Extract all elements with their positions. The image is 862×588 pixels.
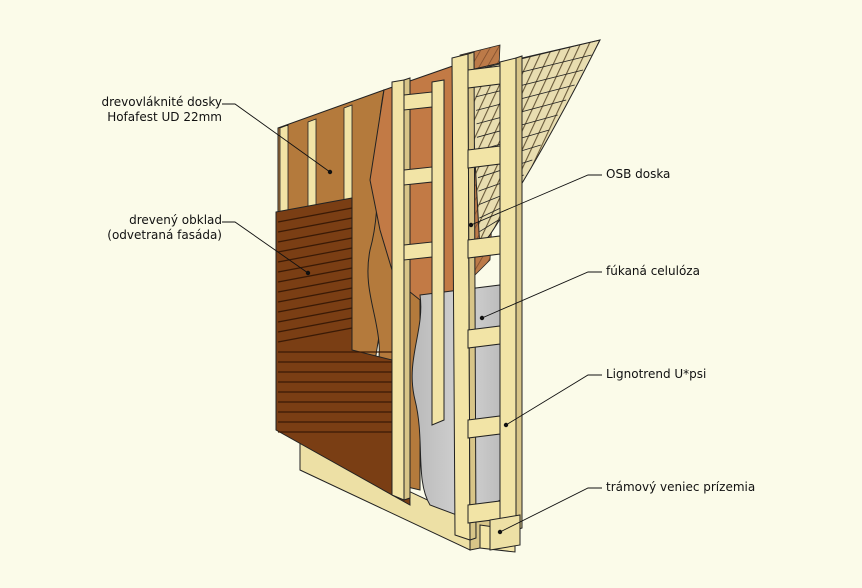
- frame-rung: [467, 325, 501, 349]
- cladding-board-line: [277, 297, 353, 313]
- lignotrend-frame-front: [451, 51, 523, 551]
- label-osb: OSB doska: [606, 167, 671, 181]
- frame-rung: [467, 65, 501, 89]
- fan-board-edge: [476, 84, 575, 111]
- cladding-board-line: [277, 237, 353, 253]
- label-cladding: drevený obklad (odvetraná fasáda): [107, 213, 222, 243]
- leader-dots: [305, 169, 509, 535]
- label-sill-beam: trámový veniec prízemia: [606, 480, 756, 494]
- cladding-board-line: [277, 327, 353, 343]
- cladding-board-line: [277, 207, 353, 223]
- fan-board-edge: [474, 39, 601, 71]
- lignotrend-frame-back: [391, 77, 445, 501]
- cladding-board-line: [277, 217, 353, 233]
- label-cladding-line1: drevený obklad: [129, 213, 222, 227]
- frame-rung: [403, 241, 433, 261]
- frame-rung: [403, 166, 433, 186]
- label-fiberboard-line2: Hofafest UD 22mm: [107, 110, 222, 124]
- label-fiberboard: drevovláknité dosky Hofafest UD 22mm: [101, 95, 222, 125]
- cladding-board-line: [277, 307, 353, 323]
- cladding-board-line: [277, 267, 353, 283]
- cladding-board-line: [277, 317, 353, 333]
- cladding-board-line: [277, 227, 353, 243]
- label-cladding-line2: (odvetraná fasáda): [107, 228, 222, 242]
- label-lignotrend: Lignotrend U*psi: [606, 367, 707, 381]
- fan-board-edge: [479, 219, 499, 232]
- frame-rung: [467, 145, 501, 169]
- cladding-board-line: [277, 247, 353, 263]
- frame-rung: [467, 235, 501, 259]
- fan-board-edge: [475, 69, 584, 98]
- cladding-board-line: [277, 277, 353, 293]
- leader-lines: [222, 103, 602, 533]
- frame-rung: [403, 91, 433, 111]
- cladding-board-line: [277, 257, 353, 273]
- cladding-board-line: [277, 287, 353, 303]
- frame-rung: [467, 415, 501, 439]
- label-cellulose: fúkaná celulóza: [606, 264, 700, 278]
- wood-cladding: [275, 197, 411, 506]
- label-fiberboard-line1: drevovláknité dosky: [101, 95, 222, 109]
